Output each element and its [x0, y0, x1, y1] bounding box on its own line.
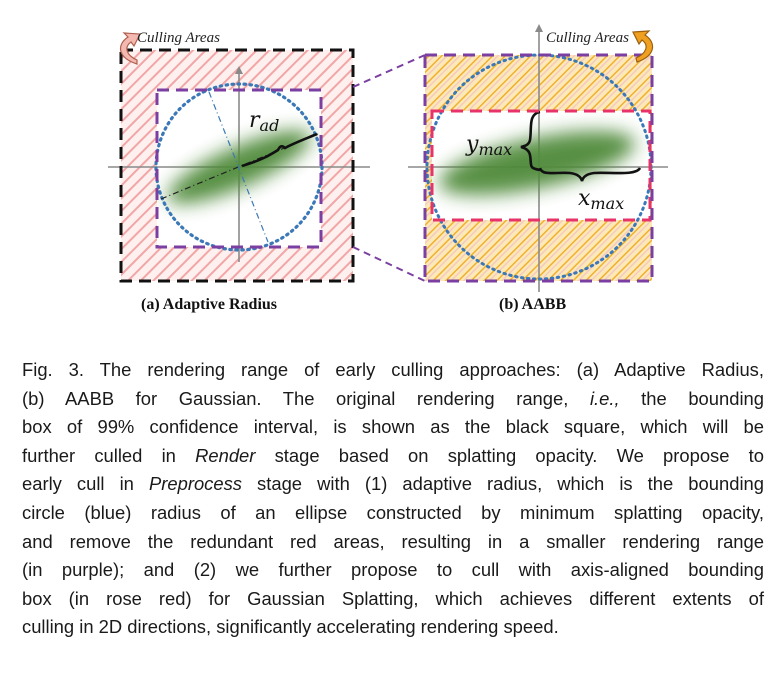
panel-a-purple-range: [155, 88, 323, 249]
caption-italic-term: Preprocess: [148, 473, 242, 495]
panel-b-aabb-range: [430, 109, 652, 222]
caption-text: circle (blue) radius of an ellipse const…: [22, 501, 764, 523]
caption-text: further culled in: [22, 444, 196, 466]
caption-line: (in purple); and (2) we further propose …: [22, 556, 764, 585]
caption-line: further culled in Render stage based on …: [22, 442, 764, 471]
caption-italic-term: Render: [195, 444, 256, 466]
caption-line: circle (blue) radius of an ellipse const…: [22, 499, 764, 528]
panel-b-y-axis-arrow: [535, 24, 543, 32]
panel-a-radius-brace: [241, 132, 318, 168]
panel-a-original-range: [119, 48, 355, 283]
caption-text: box (in rose red) for Gaussian Splatting…: [22, 587, 764, 609]
caption-text: box of 99% confidence interval, is shown…: [22, 416, 764, 438]
panel-a-culling-label: Culling Areas: [137, 30, 220, 46]
caption-text: early cull in: [22, 473, 149, 495]
caption-text: (in purple); and (2) we further propose …: [22, 559, 764, 581]
caption-line: (b) AABB for Gaussian. The original rend…: [22, 385, 764, 414]
panel-a-y-axis-arrow: [235, 66, 243, 74]
caption-line: Fig. 3. The rendering range of early cul…: [22, 356, 764, 385]
caption-text: (b) AABB for Gaussian. The original rend…: [22, 387, 590, 409]
panel-b-diagram: [408, 24, 668, 292]
panel-b-xmax-brace: [538, 167, 642, 182]
caption-line: and remove the redundant red areas, resu…: [22, 528, 764, 557]
panel-b-xmax-label: xmax: [578, 186, 625, 213]
caption-text: stage based on splatting opacity. We pro…: [255, 444, 764, 466]
caption-line: early cull in Preprocess stage with (1) …: [22, 470, 764, 499]
connector-top: [352, 54, 426, 88]
panel-a-culling-arrow-icon: [119, 32, 141, 65]
caption-text: Fig. 3. The rendering range of early cul…: [22, 359, 764, 380]
caption-text: stage with (1) adaptive radius, which is…: [241, 473, 764, 495]
figure-illustration: [108, 24, 668, 292]
caption-line: box (in rose red) for Gaussian Splatting…: [22, 585, 764, 614]
caption-text: and remove the redundant red areas, resu…: [22, 530, 764, 552]
caption-line: culling in 2D directions, significantly …: [22, 613, 764, 642]
panel-b-culling-arrow-icon: [632, 30, 654, 63]
panel-b-label: (b) AABB: [499, 296, 567, 313]
panel-a-bounding-circle: [154, 82, 324, 252]
panel-a-label: (a) Adaptive Radius: [141, 296, 278, 313]
panel-a-minor-axis: [208, 91, 269, 243]
figure-3: Culling Areas Culling Areas rad ymax xma…: [0, 0, 783, 330]
panel-a-radius-label: rad: [249, 108, 280, 135]
panel-b-ymax-brace: [520, 110, 541, 172]
panel-a-diagram: [108, 32, 370, 283]
panel-b-ymax-label: ymax: [466, 132, 513, 159]
caption-line: box of 99% confidence interval, is shown…: [22, 413, 764, 442]
connector-bottom: [352, 246, 426, 282]
panel-b-gaussian: [439, 130, 635, 196]
figure-caption: Fig. 3. The rendering range of early cul…: [22, 356, 764, 642]
panel-a-major-axis: [160, 133, 319, 200]
caption-text: culling in 2D directions, significantly …: [22, 616, 559, 638]
panel-b-culling-label: Culling Areas: [546, 30, 629, 46]
caption-italic-term: i.e.,: [589, 387, 620, 409]
caption-text: the bounding: [619, 387, 765, 409]
